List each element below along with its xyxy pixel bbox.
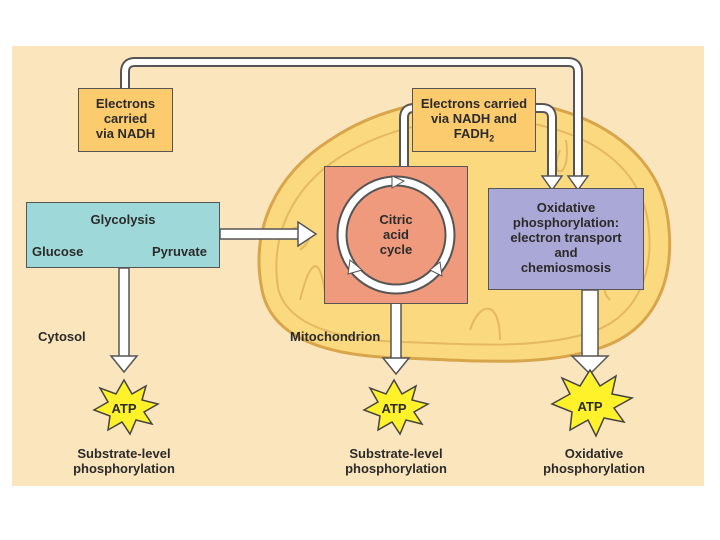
output-right-label: Oxidative phosphorylation <box>524 446 664 476</box>
glycolysis-title: Glycolysis <box>26 212 220 227</box>
atp-right-text: ATP <box>577 399 603 414</box>
electrons-nadh-fadh2-box <box>412 88 536 152</box>
citric-acid-cycle-box <box>324 166 468 304</box>
glucose-label: Glucose <box>32 244 92 259</box>
output-right-line2: phosphorylation <box>543 461 645 476</box>
output-left-line1: Substrate-level <box>77 446 171 461</box>
atp-left-label: ATP <box>104 401 144 416</box>
electrons-nadh-line1: Electrons <box>95 96 156 111</box>
electrons-fadh2-line3: FADH2 <box>412 126 536 147</box>
fadh-subscript: 2 <box>489 133 495 144</box>
nadh-transfer-arrowhead <box>566 175 590 192</box>
oxidative-phosphorylation-box <box>488 188 644 290</box>
citric-line3: cycle <box>379 242 413 257</box>
output-middle-line1: Substrate-level <box>349 446 443 461</box>
oxidative-line1: Oxidative <box>536 200 596 215</box>
citric-acid-cycle-label: Citric acid cycle <box>356 212 436 257</box>
mitochondrion-inner-membrane <box>275 118 651 346</box>
electrons-fadh2-line1: Electrons carried <box>420 96 528 111</box>
atp-right-label: ATP <box>570 399 610 414</box>
pyruvate-label: Pyruvate <box>152 244 216 259</box>
glycolysis-title-text: Glycolysis <box>90 212 156 227</box>
cytosol-text: Cytosol <box>38 329 86 344</box>
oxidative-line2: phosphorylation: <box>512 215 620 230</box>
glucose-text: Glucose <box>32 244 84 259</box>
atp-middle-label: ATP <box>374 401 414 416</box>
fadh-text: FADH <box>453 126 490 141</box>
citric-line1: Citric <box>379 212 413 227</box>
fadh2-arrowhead <box>540 175 564 192</box>
atp-left-text: ATP <box>111 401 137 416</box>
mitochondrion-label: Mitochondrion <box>290 329 400 344</box>
electrons-nadh-box <box>78 88 173 152</box>
atp-burst-right <box>550 368 635 438</box>
atp-burst-middle <box>362 378 430 436</box>
output-middle-label: Substrate-level phosphorylation <box>326 446 466 476</box>
cytosol-label: Cytosol <box>38 329 108 344</box>
pyruvate-text: Pyruvate <box>152 244 207 259</box>
mitochondrion-text: Mitochondrion <box>290 329 381 344</box>
output-right-line1: Oxidative <box>564 446 624 461</box>
output-left-label: Substrate-level phosphorylation <box>54 446 194 476</box>
oxidative-phosphorylation-label: Oxidative phosphorylation: electron tran… <box>488 200 644 275</box>
pyruvate-transfer-arrowhead <box>297 220 318 248</box>
oxidative-line3: electron transport <box>510 230 622 245</box>
atp-middle-text: ATP <box>381 401 407 416</box>
electrons-nadh-fadh2-label: Electrons carried via NADH and FADH2 <box>412 96 536 147</box>
electrons-nadh-line3: via NADH <box>95 126 156 141</box>
output-left-line2: phosphorylation <box>73 461 175 476</box>
output-middle-line2: phosphorylation <box>345 461 447 476</box>
electrons-nadh-label: Electrons carried via NADH <box>78 96 173 141</box>
atp-burst-left <box>92 378 160 436</box>
oxidative-line5: chemiosmosis <box>520 260 612 275</box>
electrons-fadh2-line2: via NADH and <box>431 111 517 126</box>
glycolysis-box <box>26 202 220 268</box>
electrons-nadh-line2: carried <box>103 111 148 126</box>
citric-line2: acid <box>382 227 409 242</box>
oxidative-line4: and <box>554 245 578 260</box>
